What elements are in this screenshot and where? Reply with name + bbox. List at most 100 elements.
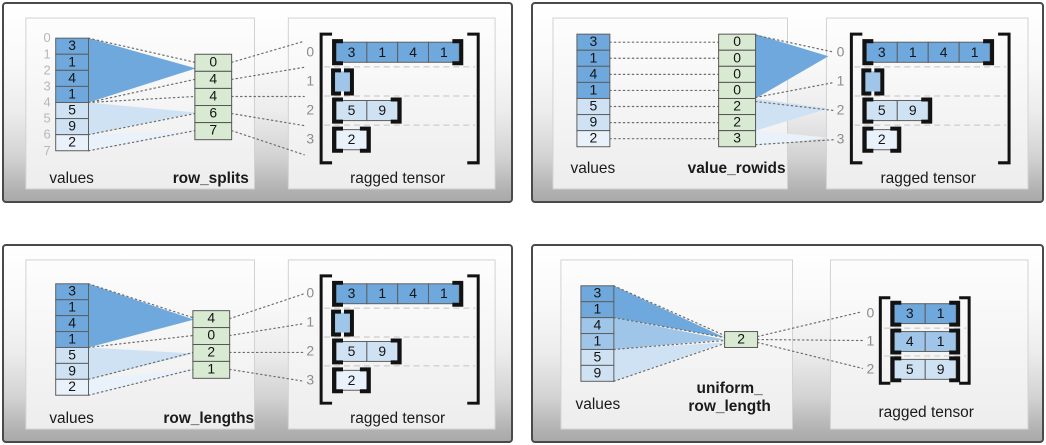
tensor-row: 5 9 — [332, 338, 402, 365]
outer-bracket-right — [998, 32, 1011, 165]
tensor-row: 2 — [332, 367, 371, 394]
values-label: values — [576, 396, 621, 413]
values-label: values — [571, 160, 616, 177]
value-cell-text: 1 — [68, 299, 76, 315]
value-cell-text: 9 — [68, 118, 76, 134]
tensor-cell-text: 3 — [906, 305, 914, 321]
value-cell-text: 1 — [68, 330, 76, 346]
encoding-label: value_rowids — [688, 160, 786, 177]
panel-row-splits: 0 1 2 3 4 5 6 7 3 1 4 1 5 9 2 0 4 4 6 7 … — [2, 2, 513, 203]
value-cell-text: 1 — [593, 301, 601, 317]
row-index: 0 — [867, 305, 875, 321]
encoding-column: 0 0 0 0 2 2 3 — [718, 33, 757, 148]
panel-value-rowids-canvas: 3 1 4 1 5 9 2 0 0 0 0 2 2 3 0 1 2 3 3 — [552, 17, 1029, 190]
fan-shapes — [755, 34, 829, 147]
offset-labels: 0 1 2 3 4 5 6 7 — [44, 30, 51, 158]
tensor-cell-text: 4 — [409, 285, 417, 301]
row-separators — [854, 66, 1007, 126]
encoding-cell-text: 0 — [207, 327, 215, 343]
encoding-cell-text: 7 — [209, 122, 217, 138]
ragged-tensor: 0 1 2 3 3 1 4 1 5 9 2 — [306, 274, 480, 405]
tensor-cell-text: 9 — [378, 343, 386, 359]
row-separators — [884, 327, 967, 357]
row-index: 2 — [306, 342, 314, 358]
encoding-label-line2: row_length — [688, 398, 770, 415]
encoding-cell-text: 4 — [209, 70, 217, 86]
encoding-column: 2 — [724, 331, 759, 348]
encoding-cell-text: 3 — [733, 130, 741, 146]
value-cell-text: 3 — [68, 283, 76, 299]
tensor-cell-text: 4 — [906, 333, 914, 349]
row-index: 1 — [867, 333, 875, 349]
values-column: 3 1 4 1 5 9 — [580, 285, 615, 382]
values-label: values — [49, 410, 94, 427]
value-cell-text: 3 — [589, 33, 597, 49]
connector-dots-left — [87, 37, 196, 152]
tensor-row-empty — [331, 68, 354, 96]
value-cell-text: 5 — [593, 348, 601, 364]
outer-bracket-right — [467, 32, 480, 165]
row-index-labels: 0 1 2 3 — [306, 285, 314, 388]
encoding-column: 0 4 4 6 7 — [194, 53, 233, 141]
value-cell-text: 2 — [68, 378, 76, 394]
tensor-row: 5 9 — [332, 97, 402, 124]
encoding-cell-text: 0 — [733, 49, 741, 65]
tensor-row: 2 — [332, 126, 371, 153]
encoding-cell-text: 2 — [207, 343, 215, 359]
panel-value-rowids: 3 1 4 1 5 9 2 0 0 0 0 2 2 3 0 1 2 3 3 — [531, 2, 1044, 203]
row-separators — [324, 307, 476, 367]
tensor-cell-text: 3 — [348, 285, 356, 301]
outer-bracket-right — [959, 296, 971, 385]
tensor-cell-text: 4 — [940, 44, 948, 60]
values-label: values — [49, 170, 94, 187]
encoding-cell-text: 2 — [737, 331, 745, 347]
offset-label: 4 — [44, 94, 51, 109]
row-index: 3 — [306, 131, 314, 147]
offset-label: 5 — [44, 111, 51, 126]
connector-dots-right — [754, 34, 836, 146]
ragged-tensor: 0 1 2 3 3 1 4 1 5 9 2 — [837, 32, 1011, 165]
encoding-cell-text: 1 — [207, 360, 215, 376]
tensor-cell-text: 1 — [937, 305, 945, 321]
tensor-cell-text: 1 — [378, 44, 386, 60]
value-cell-text: 4 — [589, 65, 597, 81]
panel-row-lengths: 3 1 4 1 5 9 2 4 0 2 1 0 1 2 3 3 1 4 1 — [2, 244, 513, 443]
offset-label: 3 — [44, 78, 51, 93]
value-cell-text: 5 — [589, 97, 597, 113]
value-cell-text: 1 — [593, 333, 601, 349]
row-index: 1 — [306, 314, 314, 330]
tensor-row: 5 9 — [890, 356, 961, 383]
tensor-row: 3 1 4 1 — [332, 280, 464, 307]
tensor-label: ragged tensor — [350, 170, 445, 187]
tensor-row: 5 9 — [862, 97, 933, 124]
value-cell-text: 1 — [589, 49, 597, 65]
tensor-cell-text: 1 — [378, 285, 386, 301]
tensor-cell-text: 5 — [906, 361, 914, 377]
values-column: 3 1 4 1 5 9 2 — [576, 33, 611, 148]
encoding-cell-text: 4 — [207, 310, 215, 326]
value-cell-text: 4 — [593, 317, 601, 333]
outer-bracket-left — [849, 32, 863, 165]
outer-bracket-right — [467, 274, 480, 405]
tensor-cell-text: 2 — [348, 131, 356, 147]
row-index-labels: 0 1 2 3 — [837, 43, 845, 147]
row-index: 2 — [867, 360, 875, 376]
tensor-cell-text: 4 — [409, 44, 417, 60]
row-index: 1 — [306, 72, 314, 88]
tensor-row: 4 1 — [890, 328, 961, 355]
encoding-label: row_lengths — [163, 410, 254, 427]
encoding-cell-text: 4 — [209, 87, 217, 103]
value-cell-text: 5 — [68, 346, 76, 362]
tensor-cell-text: 9 — [937, 361, 945, 377]
row-index: 0 — [837, 43, 845, 59]
value-cell-text: 1 — [68, 85, 76, 101]
tensor-row: 3 1 4 1 — [332, 39, 464, 66]
connector-dots-left — [613, 285, 726, 382]
panel-row-splits-canvas: 0 1 2 3 4 5 6 7 3 1 4 1 5 9 2 0 4 4 6 7 … — [25, 17, 496, 190]
encoding-label-line1: uniform_ — [697, 380, 764, 397]
tensor-row-empty — [861, 68, 885, 96]
panel-row-lengths-canvas: 3 1 4 1 5 9 2 4 0 2 1 0 1 2 3 3 1 4 1 — [25, 259, 496, 430]
offset-label: 1 — [44, 46, 51, 61]
tensor-row: 3 1 4 1 — [862, 39, 995, 66]
